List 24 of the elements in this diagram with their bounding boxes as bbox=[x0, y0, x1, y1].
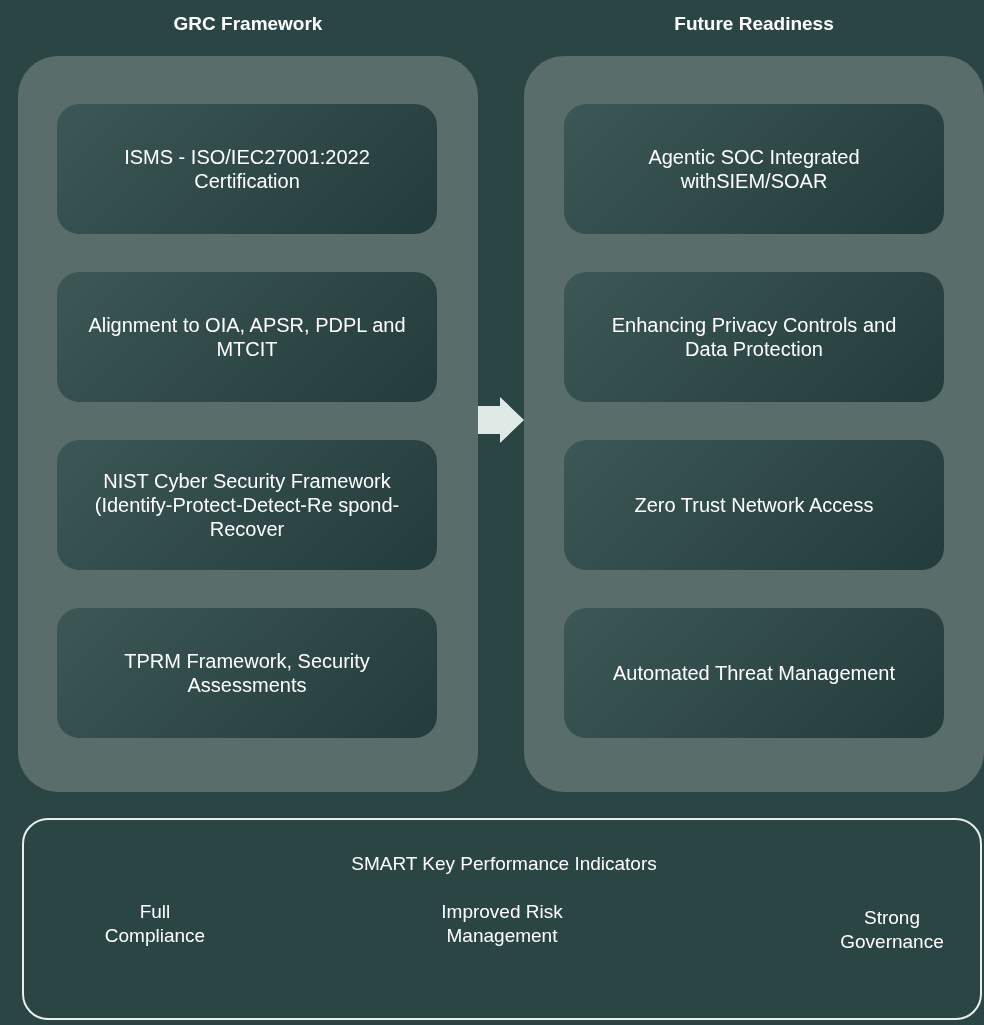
kpi-box bbox=[22, 818, 982, 1020]
panel-heading: GRC Framework bbox=[172, 12, 324, 36]
kpi-item: Improved Risk Management bbox=[440, 900, 564, 948]
panel-heading: Future Readiness bbox=[673, 12, 835, 36]
box-text: Zero Trust Network Access bbox=[634, 493, 874, 517]
box-text: Enhancing Privacy Controls and Data Protection bbox=[610, 313, 898, 361]
process-box bbox=[57, 104, 437, 234]
process-box bbox=[57, 440, 437, 570]
box-text: Agentic SOC Integrated withSIEM/SOAR bbox=[647, 145, 861, 193]
box-text: Alignment to OIA, APSR, PDPL and MTCIT bbox=[87, 313, 407, 361]
kpi-title: SMART Key Performance Indicators bbox=[350, 852, 658, 876]
process-box bbox=[564, 608, 944, 738]
box-text: ISMS - ISO/IEC27001:2022 Certification bbox=[123, 145, 371, 193]
process-box bbox=[57, 608, 437, 738]
kpi-item: Full Compliance bbox=[103, 900, 207, 948]
process-box bbox=[564, 440, 944, 570]
box-text: NIST Cyber Security Framework (Identify-Protect-Detect-Re spond-Recover bbox=[93, 469, 401, 541]
arrow bbox=[478, 397, 524, 443]
kpi-item: Strong Governance bbox=[839, 906, 945, 954]
process-box bbox=[564, 104, 944, 234]
box-text: TPRM Framework, Security Assessments bbox=[123, 649, 371, 697]
process-box bbox=[57, 272, 437, 402]
process-box bbox=[564, 272, 944, 402]
box-text: Automated Threat Management bbox=[613, 661, 895, 685]
